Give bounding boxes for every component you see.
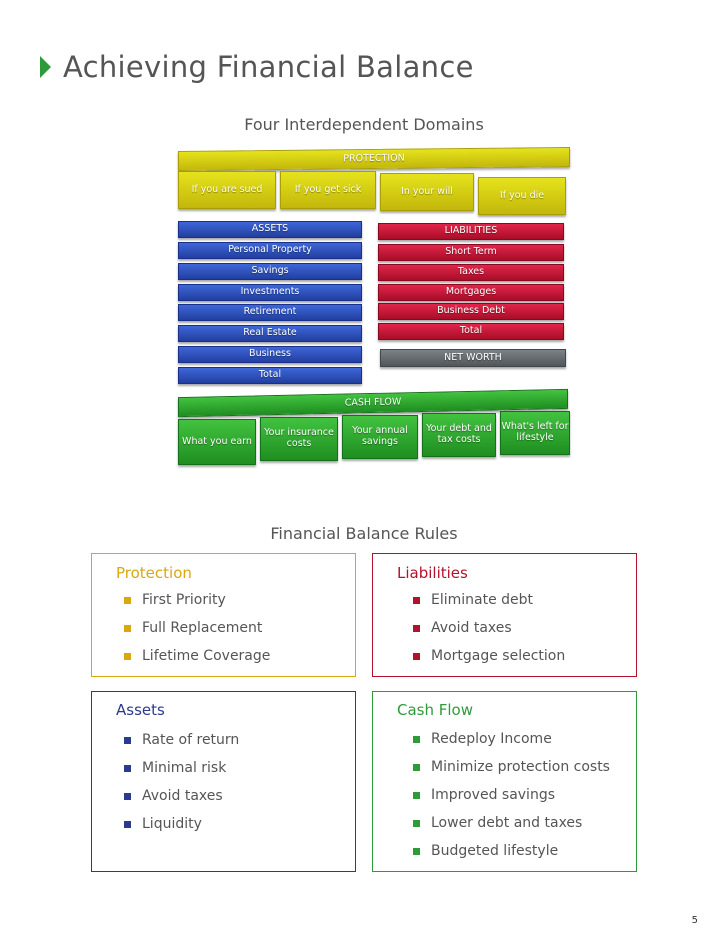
assets-header: ASSETS: [178, 221, 362, 238]
bullet-icon: [124, 596, 131, 604]
liabilities-rules-title: Liabilities: [397, 564, 468, 582]
liabilities-item: Short Term: [378, 244, 564, 261]
list-item: Liquidity: [124, 810, 239, 838]
liabilities-header: LIABILITIES: [378, 223, 564, 240]
liabilities-item: Taxes: [378, 264, 564, 281]
page-number: 5: [691, 915, 698, 926]
title-arrow-icon: [40, 56, 51, 78]
list-item: Budgeted lifestyle: [413, 837, 610, 865]
protection-label: PROTECTION: [343, 152, 405, 164]
assets-item: Retirement: [178, 304, 362, 321]
bullet-icon: [413, 847, 420, 855]
assets-item: Real Estate: [178, 325, 362, 342]
liabilities-total: Total: [378, 323, 564, 340]
list-item: Lifetime Coverage: [124, 642, 270, 670]
list-item: Minimize protection costs: [413, 753, 610, 781]
bullet-icon: [413, 596, 420, 604]
protection-roof: PROTECTION: [178, 146, 570, 172]
bullet-icon: [413, 791, 420, 799]
cash-flow-rules-box: Cash Flow Redeploy Income Minimize prote…: [372, 691, 637, 872]
list-item: Avoid taxes: [413, 614, 565, 642]
assets-rules-title: Assets: [116, 701, 165, 719]
list-item: Full Replacement: [124, 614, 270, 642]
page-header: Achieving Financial Balance: [40, 50, 474, 84]
list-item: Eliminate debt: [413, 586, 565, 614]
diagram-heading: Four Interdependent Domains: [244, 115, 484, 134]
protection-rules-box: Protection First Priority Full Replaceme…: [91, 553, 356, 677]
page-title: Achieving Financial Balance: [63, 50, 474, 84]
protection-item: If you die: [478, 177, 566, 215]
assets-item: Personal Property: [178, 242, 362, 259]
list-item: Rate of return: [124, 726, 239, 754]
rules-heading: Financial Balance Rules: [270, 524, 458, 543]
list-item: Redeploy Income: [413, 725, 610, 753]
bullet-icon: [124, 792, 131, 800]
liabilities-item: Mortgages: [378, 284, 564, 301]
bullet-icon: [413, 735, 420, 743]
net-worth-bar: NET WORTH: [380, 349, 566, 367]
liabilities-rules-box: Liabilities Eliminate debt Avoid taxes M…: [372, 553, 637, 677]
liabilities-item: Business Debt: [378, 303, 564, 320]
bullet-icon: [124, 764, 131, 772]
bullet-icon: [124, 624, 131, 632]
bullet-icon: [124, 736, 131, 744]
bullet-icon: [124, 820, 131, 828]
list-item: Improved savings: [413, 781, 610, 809]
cash-flow-item: Your insurance costs: [260, 417, 338, 461]
protection-item: If you get sick: [280, 171, 376, 209]
cash-flow-item: Your debt and tax costs: [422, 413, 496, 457]
list-item: Lower debt and taxes: [413, 809, 610, 837]
list-item: Mortgage selection: [413, 642, 565, 670]
bullet-icon: [413, 624, 420, 632]
protection-rules-title: Protection: [116, 564, 192, 582]
cash-flow-item: What you earn: [178, 419, 256, 465]
financial-domains-diagram: PROTECTION If you are sued If you get si…: [170, 145, 580, 475]
cash-flow-rules-title: Cash Flow: [397, 701, 473, 719]
list-item: Minimal risk: [124, 754, 239, 782]
assets-item: Business: [178, 346, 362, 363]
assets-rules-box: Assets Rate of return Minimal risk Avoid…: [91, 691, 356, 872]
bullet-icon: [124, 652, 131, 660]
bullet-icon: [413, 652, 420, 660]
assets-total: Total: [178, 367, 362, 384]
list-item: First Priority: [124, 586, 270, 614]
assets-item: Investments: [178, 284, 362, 301]
assets-item: Savings: [178, 263, 362, 280]
cash-flow-item: What's left for lifestyle: [500, 411, 570, 455]
cash-flow-item: Your annual savings: [342, 415, 418, 459]
bullet-icon: [413, 819, 420, 827]
bullet-icon: [413, 763, 420, 771]
protection-item: If you are sued: [178, 171, 276, 209]
list-item: Avoid taxes: [124, 782, 239, 810]
protection-item: In your will: [380, 173, 474, 211]
